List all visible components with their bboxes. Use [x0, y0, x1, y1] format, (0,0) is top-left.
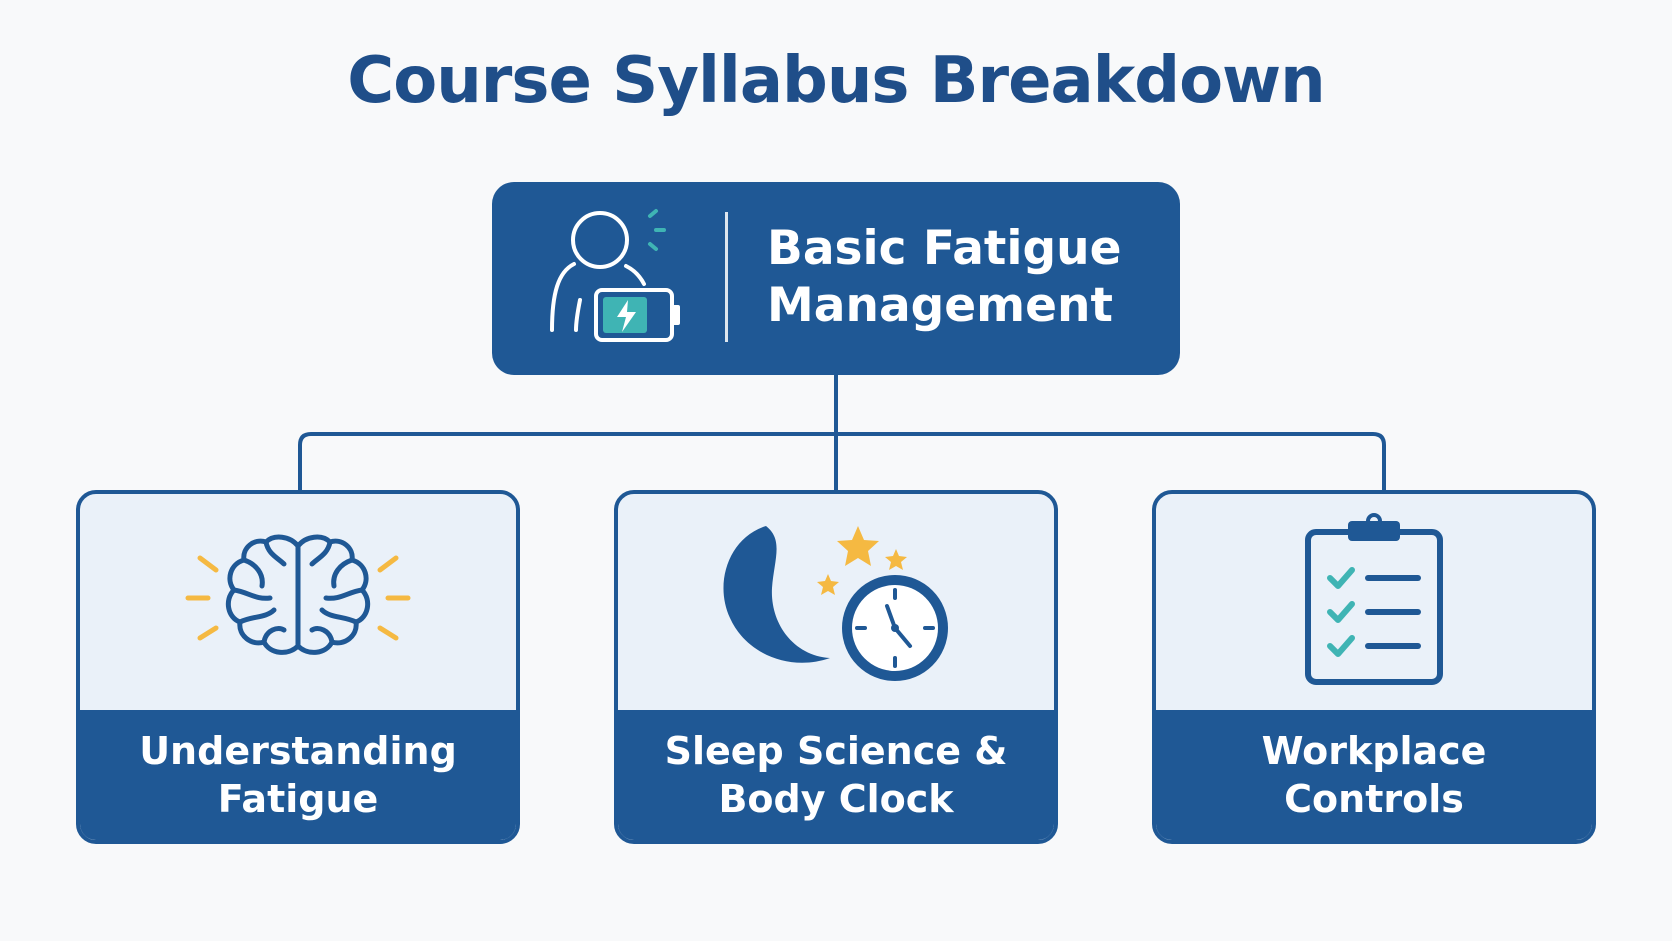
- root-node-basic-fatigue-management: Basic Fatigue Management: [492, 182, 1180, 375]
- module-label-line1: Understanding: [139, 729, 457, 773]
- person-battery-icon: [550, 209, 680, 342]
- root-label-line2: Management: [767, 278, 1113, 333]
- checklist-clipboard-icon: [1305, 513, 1443, 685]
- module-label-area: Workplace Controls: [1156, 710, 1592, 840]
- module-icon-area: [1156, 494, 1592, 709]
- module-label-area: Understanding Fatigue: [80, 710, 516, 840]
- module-label-line2: Controls: [1284, 777, 1464, 821]
- module-card-understanding-fatigue: Understanding Fatigue: [76, 490, 520, 844]
- module-label-area: Sleep Science & Body Clock: [618, 710, 1054, 840]
- moon-clock-icon: [723, 526, 948, 681]
- connector-horizontal-bar: [298, 432, 1386, 490]
- module-label-line1: Workplace: [1261, 729, 1487, 773]
- module-label-line1: Sleep Science &: [664, 729, 1008, 773]
- module-label-line2: Body Clock: [718, 777, 954, 821]
- module-icon-area: [80, 494, 516, 709]
- module-label: Sleep Science & Body Clock: [641, 727, 1031, 823]
- diagram-title: Course Syllabus Breakdown: [347, 44, 1325, 118]
- brain-icon: [185, 534, 411, 655]
- module-icon-area: [618, 494, 1054, 709]
- root-label: Basic Fatigue Management: [767, 220, 1167, 334]
- module-label: Workplace Controls: [1179, 727, 1569, 823]
- module-card-workplace-controls: Workplace Controls: [1152, 490, 1596, 844]
- module-label-line2: Fatigue: [217, 777, 379, 821]
- root-label-line1: Basic Fatigue: [767, 221, 1122, 276]
- module-label: Understanding Fatigue: [103, 727, 493, 823]
- module-card-sleep-science: Sleep Science & Body Clock: [614, 490, 1058, 844]
- root-divider: [725, 212, 728, 342]
